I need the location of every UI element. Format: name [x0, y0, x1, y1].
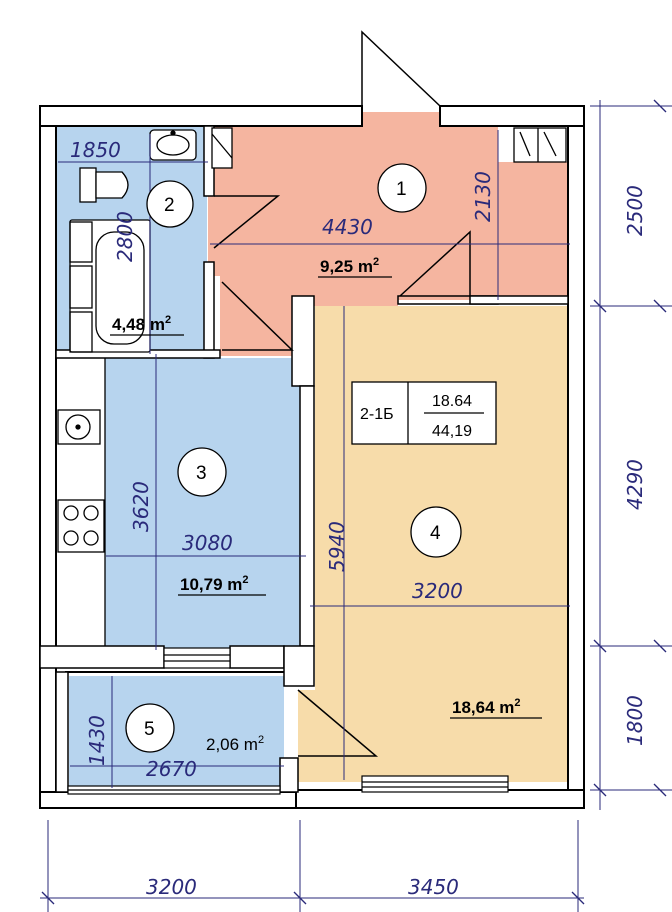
room-2-area: 4,48 m2 — [112, 314, 171, 334]
bottom-wall-right — [295, 789, 585, 809]
dim-2670: 2670 — [146, 757, 197, 781]
right-wall — [567, 105, 585, 809]
room-2-number: 2 — [164, 195, 175, 216]
balcony-left-wall — [55, 671, 69, 793]
room-1-area: 9,25 m2 — [320, 256, 379, 276]
fixtures — [55, 127, 567, 646]
dim-3200-bottom: 3200 — [146, 875, 197, 899]
apartment-total-area: 44,19 — [432, 423, 472, 440]
room-3-area: 10,79 m2 — [180, 574, 249, 594]
apartment-living-area: 18.64 — [432, 393, 472, 410]
dim-2800: 2800 — [113, 211, 137, 262]
room-4-area: 18,64 m2 — [452, 697, 521, 717]
room-5-fill — [69, 676, 284, 790]
dimension-lines — [40, 99, 672, 912]
room-1-fill — [208, 112, 568, 356]
dim-5940: 5940 — [325, 521, 349, 572]
room-4-number: 4 — [430, 523, 441, 544]
stove-icon — [57, 499, 105, 553]
room-5-number: 5 — [144, 719, 155, 740]
dim-2130: 2130 — [471, 171, 495, 222]
bathroom-door — [213, 195, 281, 249]
ventilation-icon — [513, 127, 567, 163]
entrance-door — [361, 30, 441, 126]
dim-3450-bottom: 3450 — [408, 875, 459, 899]
dim-2500: 2500 — [623, 185, 647, 236]
balcony-door — [297, 689, 379, 757]
left-wall — [39, 105, 57, 809]
dim-4290: 4290 — [623, 459, 647, 510]
top-wall-right — [439, 105, 585, 127]
room-1-number: 1 — [396, 179, 407, 200]
kitchen-door — [221, 281, 294, 351]
dim-1800: 1800 — [623, 695, 647, 746]
toilet-icon — [79, 167, 97, 203]
room4-door — [399, 230, 471, 297]
apartment-table — [351, 381, 497, 445]
shaft-icon — [211, 127, 233, 169]
room-number-markers — [125, 163, 462, 753]
top-wall-left — [39, 105, 363, 127]
room-3-number: 3 — [196, 463, 207, 484]
dim-4430: 4430 — [322, 215, 373, 239]
dim-3200-inner: 3200 — [412, 579, 463, 603]
room-5-area: 2,06 m2 — [206, 734, 264, 754]
room-3-fill — [105, 358, 305, 648]
dim-1850: 1850 — [70, 138, 121, 162]
dim-3080: 3080 — [182, 531, 233, 555]
windows — [67, 647, 509, 795]
dim-3620: 3620 — [129, 481, 153, 532]
dim-1430: 1430 — [85, 715, 109, 766]
doors — [213, 30, 471, 757]
apartment-type: 2-1Б — [360, 406, 394, 423]
